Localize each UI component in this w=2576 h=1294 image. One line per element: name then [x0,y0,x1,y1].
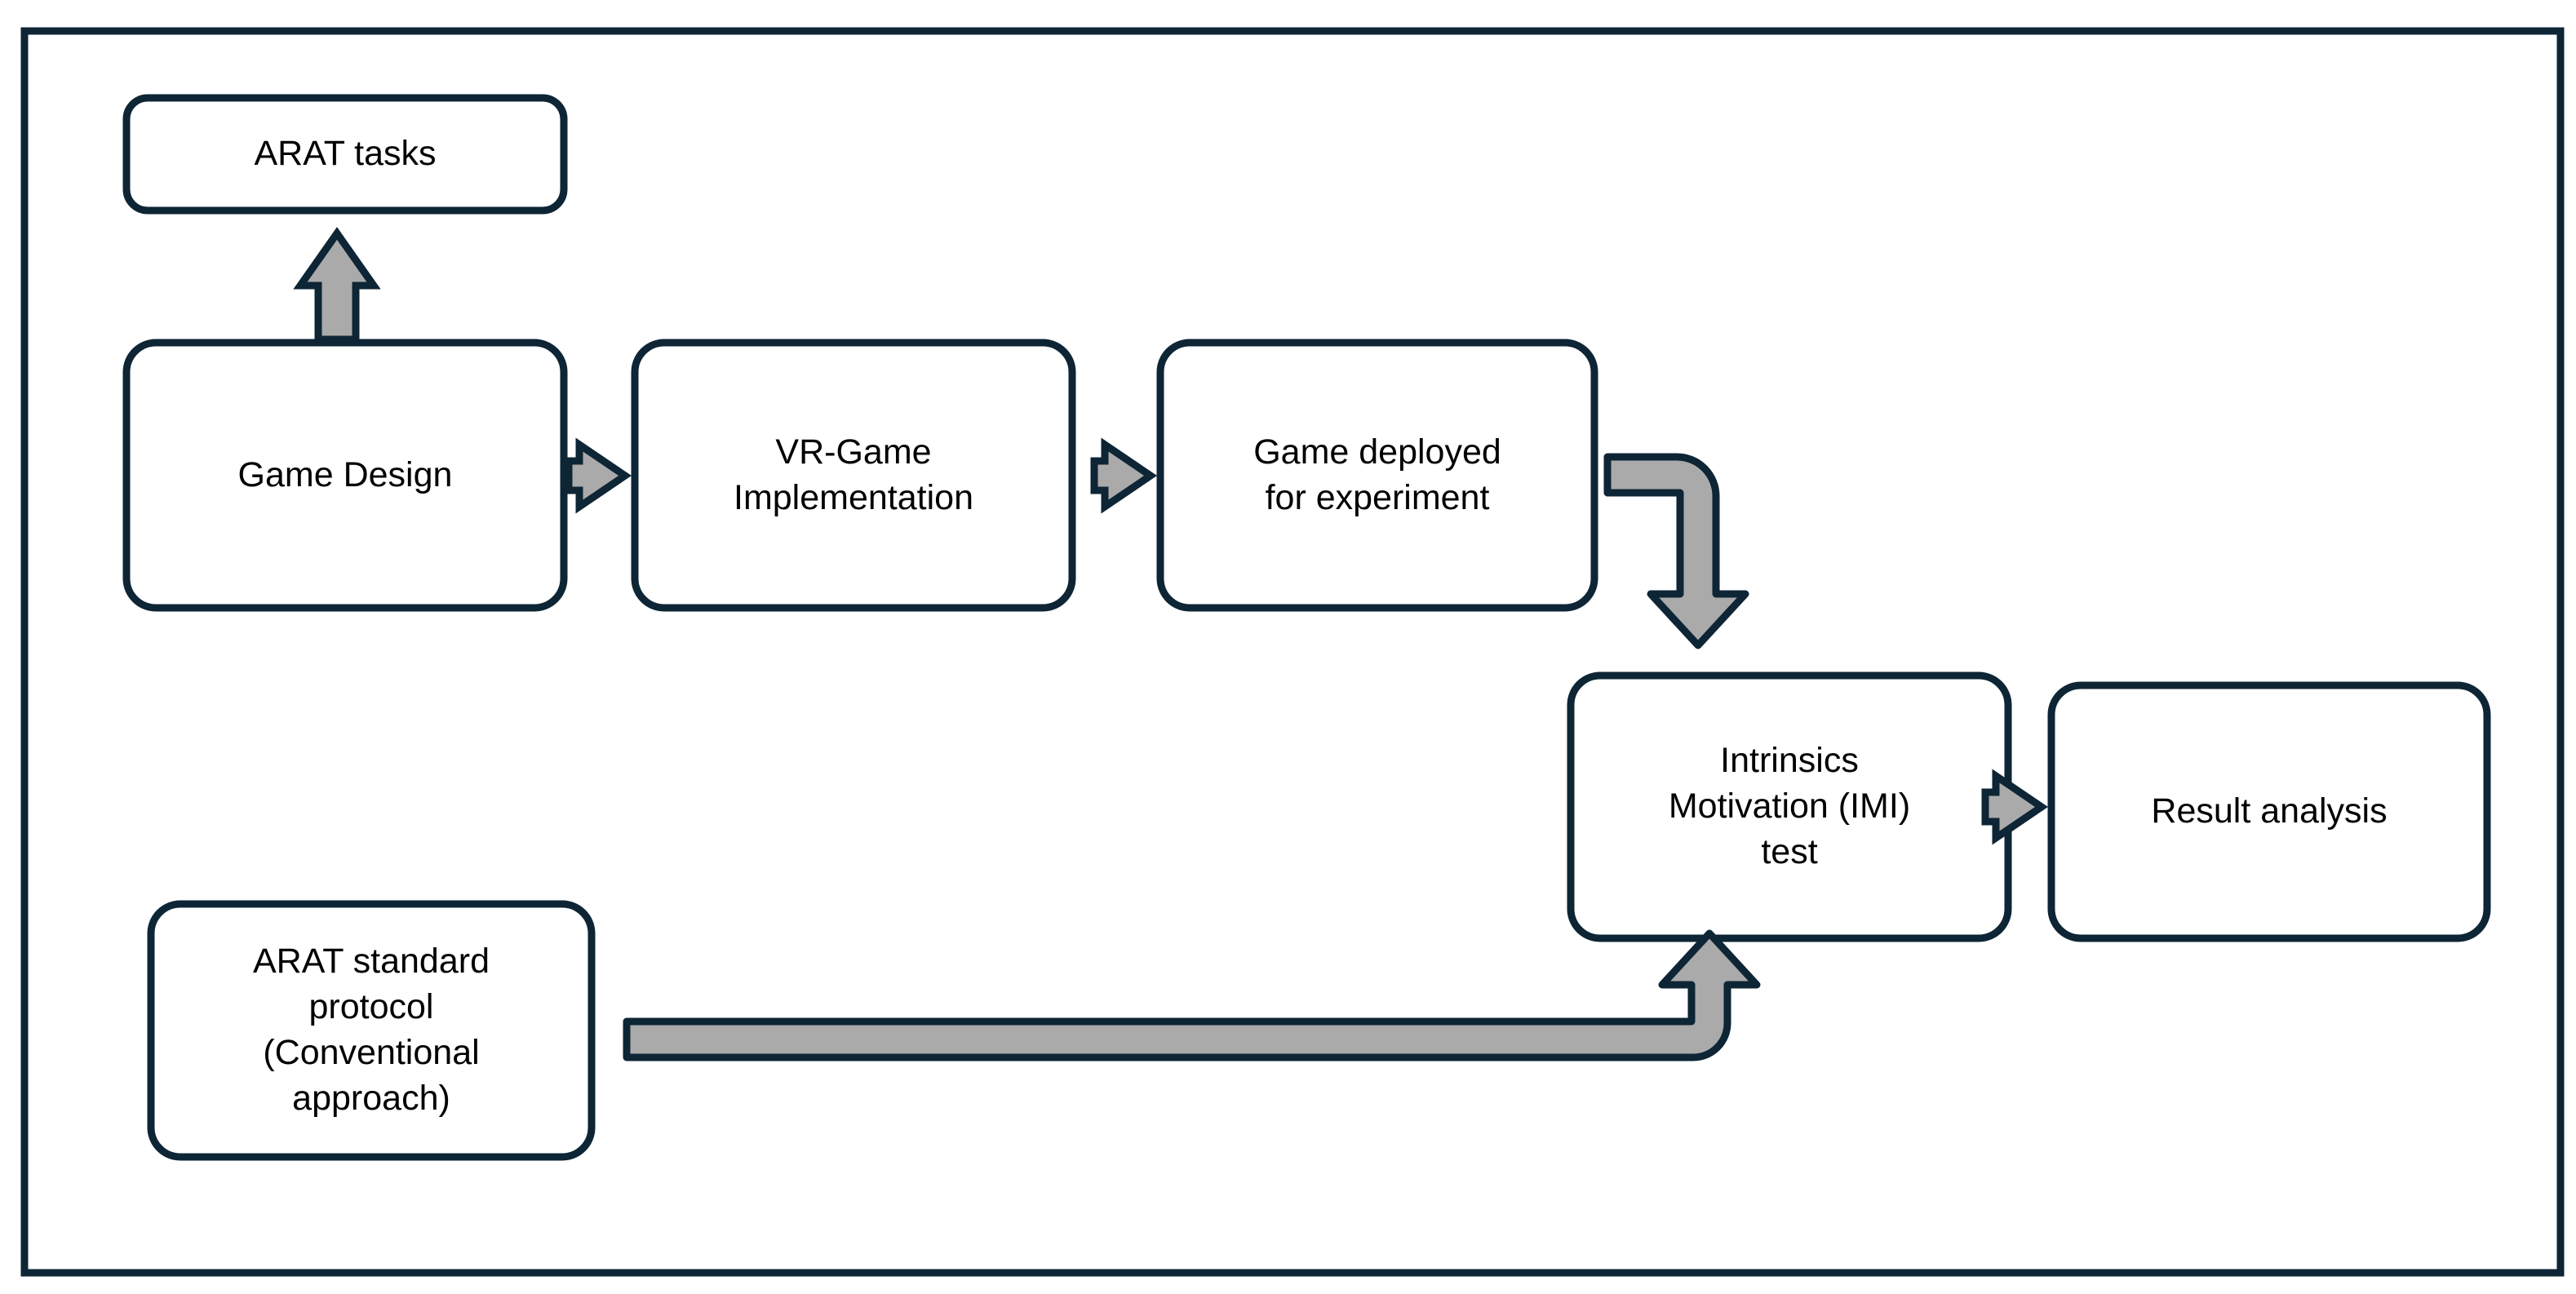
node-vr-implementation[interactable] [635,343,1072,608]
node-box-arat-tasks[interactable] [122,94,568,215]
node-arat-tasks[interactable] [126,98,564,210]
arrow-game-design-to-vr-implementation [565,437,632,514]
node-box-vr-implementation[interactable] [631,339,1076,612]
node-box-result-analysis[interactable] [2047,681,2491,942]
arrow-game-design-to-arat-tasks [293,227,381,343]
node-box-arat-protocol[interactable] [147,900,596,1161]
node-box-game-deployed[interactable] [1156,339,1598,612]
node-imi-test[interactable] [1571,676,2008,938]
node-game-design[interactable] [126,343,564,608]
arrow-game-deployed-to-imi-test [1603,453,1749,649]
node-result-analysis[interactable] [2051,685,2487,938]
node-arat-protocol[interactable] [151,904,592,1157]
arrow-vr-implementation-to-game-deployed [1090,437,1158,514]
arrow-imi-test-to-result-analysis [1981,769,2049,845]
arrow-arat-protocol-to-imi-test [623,929,1761,1061]
node-game-deployed[interactable] [1160,343,1594,608]
